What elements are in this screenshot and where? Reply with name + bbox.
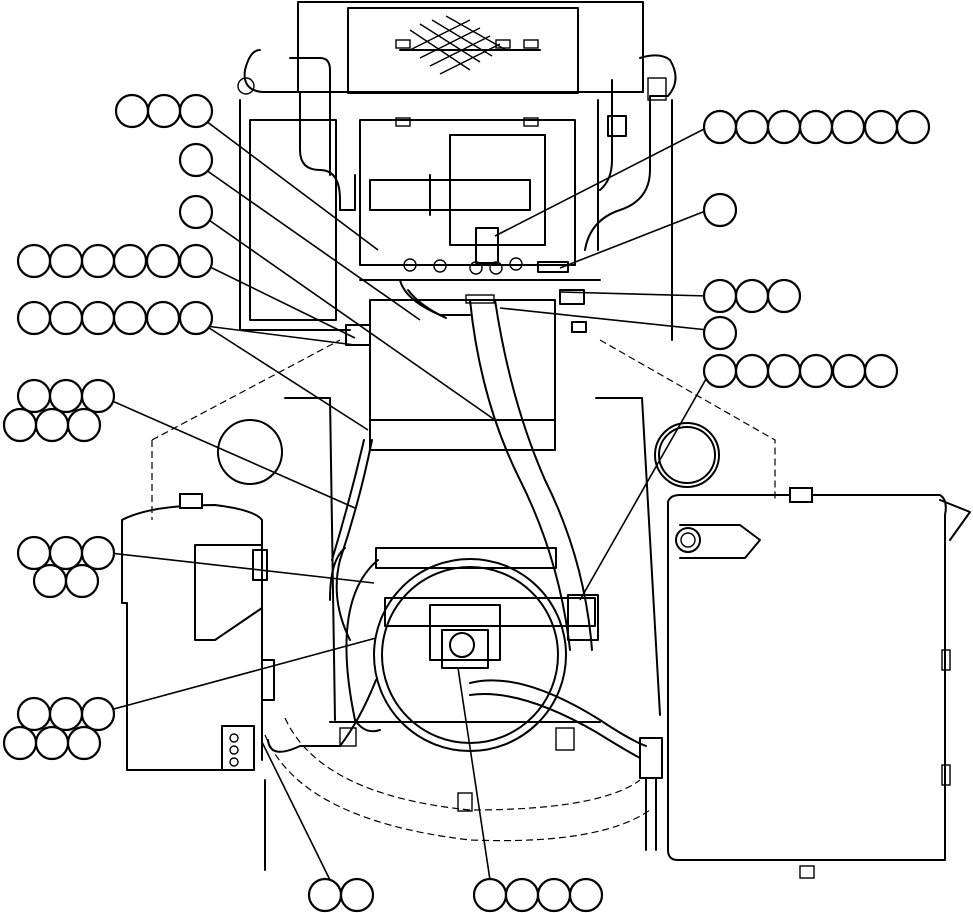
- exhaust-pipes: [237, 49, 677, 251]
- callout-6: [2, 378, 116, 443]
- callout-bubble: [178, 93, 214, 129]
- callout-7: [16, 535, 116, 599]
- callout-bubble: [798, 109, 834, 145]
- callout-bubble: [145, 300, 181, 336]
- callout-5: [16, 300, 214, 336]
- callout-bubble: [766, 278, 802, 314]
- callout-bubble: [863, 353, 899, 389]
- callout-2: [178, 142, 214, 178]
- right-port: [654, 422, 720, 488]
- top-housing: [297, 1, 644, 94]
- callout-11: [702, 278, 802, 314]
- callout-bubble: [32, 563, 68, 599]
- callout-bubble: [339, 877, 375, 913]
- callout-bubble: [16, 243, 52, 279]
- callout-bubble: [146, 93, 182, 129]
- callout-9: [702, 109, 931, 145]
- callout-bubble: [536, 877, 572, 913]
- callout-bubble: [64, 563, 100, 599]
- callout-bubble: [34, 725, 70, 761]
- callout-bubble: [48, 696, 84, 732]
- callout-bubble: [863, 109, 899, 145]
- callout-bubble: [504, 877, 540, 913]
- engine-block: [345, 117, 601, 451]
- callout-bubble: [830, 109, 866, 145]
- callout-1: [114, 93, 214, 129]
- callout-bubble: [734, 109, 770, 145]
- frame-outline: [151, 339, 776, 842]
- leader-lines: [109, 120, 711, 881]
- callout-bubble: [2, 725, 38, 761]
- right-tank: [639, 487, 971, 879]
- callout-bubble: [472, 877, 508, 913]
- callout-bubble: [702, 353, 738, 389]
- callout-bubble: [48, 378, 84, 414]
- callout-bubble: [34, 407, 70, 443]
- callout-bubble: [702, 109, 738, 145]
- callout-bubble: [766, 353, 802, 389]
- callout-bubble: [307, 877, 343, 913]
- callout-14: [307, 877, 375, 913]
- callout-bubble: [112, 300, 148, 336]
- callout-4: [16, 243, 214, 279]
- callout-15: [472, 877, 604, 913]
- callout-bubble: [80, 243, 116, 279]
- callout-bubble: [702, 192, 738, 228]
- callout-bubble: [66, 725, 102, 761]
- callout-bubble: [16, 696, 52, 732]
- callout-bubble: [145, 243, 181, 279]
- callout-bubble: [16, 378, 52, 414]
- callout-3: [178, 194, 214, 230]
- callout-bubble: [80, 300, 116, 336]
- callout-10: [702, 192, 738, 228]
- callout-bubble: [702, 278, 738, 314]
- callout-12: [702, 315, 738, 351]
- left-tank: [121, 493, 275, 771]
- callout-bubble: [16, 535, 52, 571]
- callout-bubble: [178, 300, 214, 336]
- callout-bubble: [568, 877, 604, 913]
- callout-bubble: [702, 315, 738, 351]
- left-port: [217, 419, 283, 485]
- callout-bubble: [831, 353, 867, 389]
- callout-bubble: [178, 142, 214, 178]
- callout-bubble: [16, 300, 52, 336]
- callout-bubble: [48, 535, 84, 571]
- callout-bubble: [80, 696, 116, 732]
- callout-bubble: [766, 109, 802, 145]
- callout-8: [2, 696, 116, 761]
- callout-bubble: [178, 194, 214, 230]
- callout-bubble: [112, 243, 148, 279]
- uprights: [264, 397, 661, 871]
- callout-bubble: [2, 407, 38, 443]
- callout-bubble: [798, 353, 834, 389]
- hoses: [267, 299, 647, 759]
- callout-bubble: [734, 353, 770, 389]
- callout-bubble: [114, 93, 150, 129]
- callout-bubble: [80, 378, 116, 414]
- callout-bubble: [895, 109, 931, 145]
- callout-bubble: [734, 278, 770, 314]
- callout-bubble: [48, 243, 84, 279]
- callout-bubble: [48, 300, 84, 336]
- callout-13: [702, 353, 899, 389]
- callout-bubble: [66, 407, 102, 443]
- right-port-inner: [658, 426, 716, 484]
- callout-bubble: [80, 535, 116, 571]
- callout-bubble: [178, 243, 214, 279]
